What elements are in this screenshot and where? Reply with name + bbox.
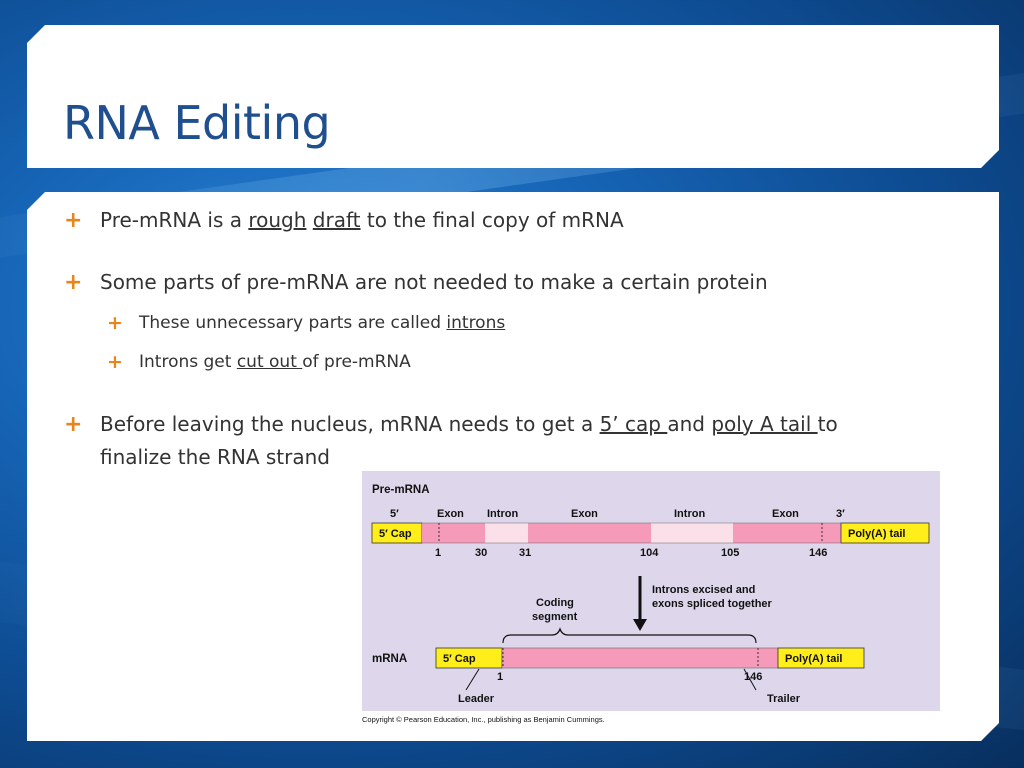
bullet-text: Introns get [139, 352, 237, 372]
premrna-intron-2 [651, 523, 733, 543]
underlined-term: 5’ cap [599, 412, 668, 436]
splicing-diagram: Pre-mRNA 5′ Exon Intron Exon Intron Exon… [371, 484, 930, 705]
plus-bullet-icon: + [64, 208, 83, 233]
down-arrow-head-icon [633, 619, 647, 631]
segment-label-intron: Intron [674, 508, 705, 520]
coding-segment-line1: Coding [536, 597, 574, 609]
premrna-exon-1 [422, 523, 485, 543]
bullet-text: finalize the RNA strand [100, 445, 330, 469]
three-prime-label: 3′ [836, 508, 845, 520]
bullet-text: of pre-mRNA [302, 352, 411, 372]
mrna-polya [777, 647, 865, 669]
mrna-position-label: 1 [497, 671, 503, 683]
underlined-term: cut out [236, 352, 303, 372]
underlined-term: introns [446, 313, 506, 333]
arrow-note-line1: Introns excised and [652, 584, 755, 596]
position-label: 1 [435, 547, 441, 559]
leader-pointer [465, 668, 480, 691]
slide-title: RNA Editing [63, 96, 331, 150]
premrna-polya [840, 522, 930, 544]
segment-label-exon: Exon [571, 508, 598, 520]
bullet-text: These unnecessary parts are called [139, 313, 447, 333]
segment-label-intron: Intron [487, 508, 518, 520]
mrna-label: mRNA [372, 653, 407, 665]
bullet-text: to [817, 412, 838, 436]
premrna-label: Pre-mRNA [372, 484, 430, 496]
segment-label-exon: Exon [772, 508, 799, 520]
trailer-label: Trailer [767, 693, 801, 705]
bullet-3: + Before leaving the nucleus, mRNA needs… [64, 408, 980, 474]
premrna-exon-3 [733, 523, 841, 543]
five-prime-label: 5′ [390, 508, 399, 520]
sub-bullet-2: + Introns get cut out of pre-mRNA [107, 349, 411, 375]
rna-splicing-figure: Pre-mRNA 5′ Exon Intron Exon Intron Exon… [362, 471, 940, 711]
plus-bullet-icon: + [64, 412, 83, 437]
premrna-exon-2 [528, 523, 651, 543]
leader-label: Leader [458, 693, 495, 705]
bullet-text: to the final copy of mRNA [360, 208, 624, 232]
underlined-term: rough [248, 208, 307, 232]
trailer-pointer [743, 668, 757, 691]
sub-bullet-1: + These unnecessary parts are called int… [107, 310, 506, 336]
premrna-intron-1 [485, 523, 528, 543]
premrna-polya-label: Poly(A) tail [848, 528, 905, 540]
bullet-text: Before leaving the nucleus, mRNA needs t… [100, 412, 600, 436]
plus-bullet-icon: + [107, 351, 123, 373]
position-label: 104 [640, 547, 659, 559]
underlined-term: draft [312, 208, 361, 232]
bullet-text: Pre-mRNA is a [100, 208, 249, 232]
mrna-polya-label: Poly(A) tail [785, 653, 842, 665]
position-label: 146 [809, 547, 827, 559]
position-label: 105 [721, 547, 739, 559]
arrow-note-line2: exons spliced together [652, 598, 773, 610]
copyright-caption: Copyright © Pearson Education, Inc., pub… [362, 715, 605, 724]
bullet-text: and [667, 412, 712, 436]
position-label: 31 [519, 547, 531, 559]
coding-segment-line2: segment [532, 611, 578, 623]
mrna-position-label: 146 [744, 671, 762, 683]
mrna-cap-label: 5′ Cap [443, 653, 476, 665]
premrna-cap-label: 5′ Cap [379, 528, 412, 540]
bullet-1: + Pre-mRNA is a rough draft to the final… [64, 204, 624, 237]
bullet-text: Some parts of pre-mRNA are not needed to… [100, 270, 768, 294]
segment-label-exon: Exon [437, 508, 464, 520]
plus-bullet-icon: + [64, 270, 83, 295]
plus-bullet-icon: + [107, 312, 123, 334]
bullet-2: + Some parts of pre-mRNA are not needed … [64, 266, 768, 299]
mrna-coding-region [501, 647, 779, 669]
title-panel [27, 25, 999, 168]
coding-segment-brace [502, 627, 757, 644]
underlined-term: poly A tail [711, 412, 818, 436]
position-label: 30 [475, 547, 487, 559]
